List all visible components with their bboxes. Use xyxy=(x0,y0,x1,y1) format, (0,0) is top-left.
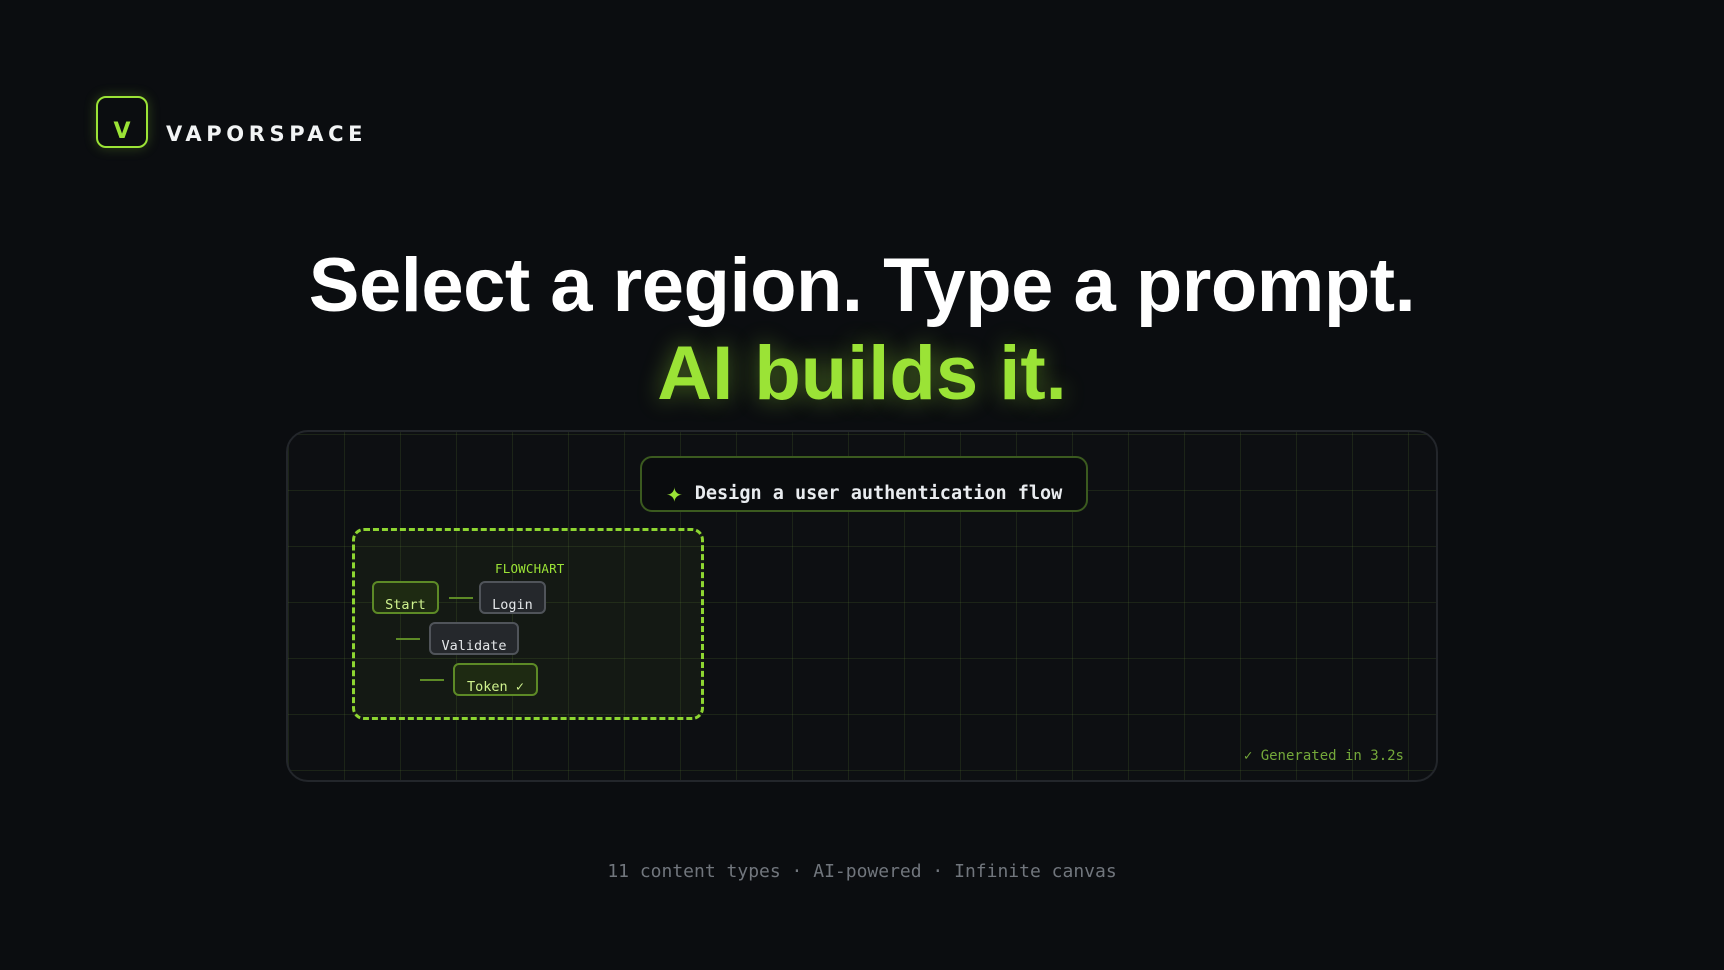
logo-letter: V xyxy=(113,119,131,144)
generation-status: ✓ Generated in 3.2s xyxy=(1243,748,1404,764)
flow-node-token[interactable]: Token ✓ xyxy=(453,663,538,696)
brand-name: VAPORSPACE xyxy=(166,122,368,146)
flow-node-login[interactable]: Login xyxy=(479,581,546,614)
flow-node-validate[interactable]: Validate xyxy=(429,622,519,655)
flowchart-label: FLOWCHART xyxy=(495,561,565,576)
flow-node-start[interactable]: Start xyxy=(372,581,439,614)
prompt-text: Design a user authentication flow xyxy=(694,483,1063,504)
canvas-preview: ✦ Design a user authentication flow FLOW… xyxy=(286,430,1438,782)
feature-tagline: 11 content types · AI-powered · Infinite… xyxy=(607,861,1117,882)
flow-connector xyxy=(396,638,420,640)
sparkle-icon: ✦ xyxy=(666,483,683,507)
logo-mark-icon: V xyxy=(96,96,148,148)
brand-logo[interactable]: V VAPORSPACE xyxy=(96,96,367,148)
flow-connector xyxy=(449,597,473,599)
headline-primary: Select a region. Type a prompt. xyxy=(308,243,1416,328)
selection-region[interactable]: FLOWCHART Start Login Validate Token ✓ xyxy=(352,528,704,720)
headline-accent: AI builds it. xyxy=(657,331,1067,416)
prompt-input[interactable]: ✦ Design a user authentication flow xyxy=(640,456,1088,512)
flow-connector xyxy=(420,679,444,681)
